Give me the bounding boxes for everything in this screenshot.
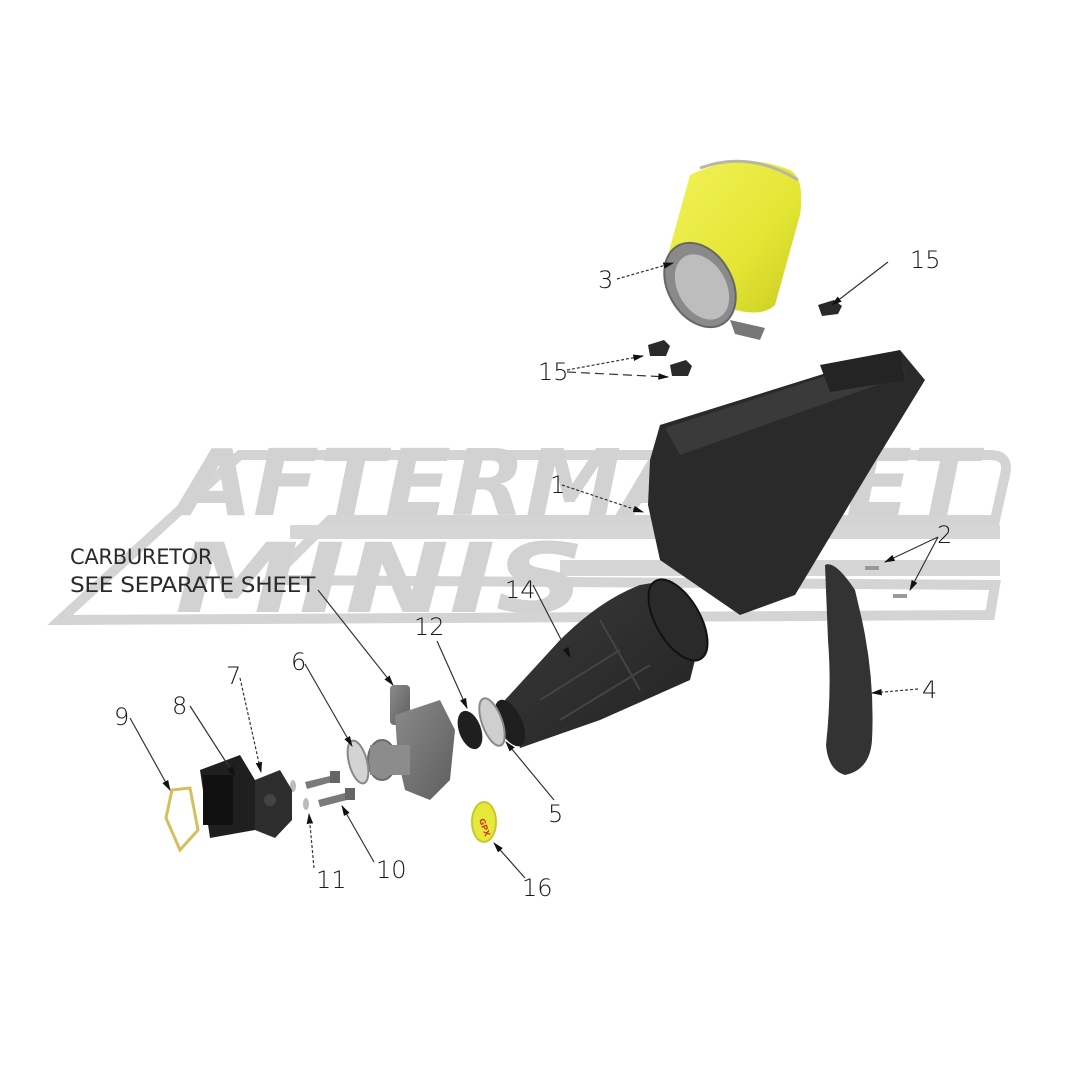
note-leader: [317, 589, 394, 686]
part-screws[interactable]: [865, 566, 907, 598]
callout-12: 12: [414, 613, 445, 641]
part-clip-left-1[interactable]: [648, 340, 670, 356]
carburetor-note: CARBURETOR SEE SEPARATE SHEET: [70, 545, 394, 686]
part-clamp-5[interactable]: [474, 695, 510, 749]
callout-8: 8: [172, 692, 187, 720]
part-rubber-ring[interactable]: [453, 707, 487, 752]
part-clamp-6[interactable]: [344, 738, 373, 785]
part-filter-ring[interactable]: GPX: [471, 801, 497, 843]
callout-6: 6: [291, 648, 306, 676]
part-intake-manifold[interactable]: [255, 770, 292, 838]
callout-5: 5: [548, 800, 563, 828]
callout-16: 16: [522, 874, 553, 902]
part-clip-top-right[interactable]: [818, 300, 842, 316]
part-reed-valve[interactable]: [200, 755, 255, 838]
callout-15-left: 15: [538, 358, 569, 386]
callout-14: 14: [505, 576, 536, 604]
part-washer[interactable]: [290, 780, 309, 810]
part-bolts[interactable]: [305, 771, 355, 807]
callout-7: 7: [226, 662, 241, 690]
callout-2: 2: [937, 521, 952, 549]
callout-11: 11: [316, 866, 347, 894]
part-side-cover[interactable]: [825, 564, 873, 775]
callout-numbers: 1 2 3 4 5 6 7 8 9 10 11 12 14 15 15 16: [114, 246, 952, 902]
callout-9: 9: [114, 703, 129, 731]
callout-4: 4: [922, 676, 937, 704]
watermark-line2: MINIS: [175, 523, 585, 635]
callout-1: 1: [550, 471, 565, 499]
part-reed-gasket[interactable]: [164, 786, 200, 853]
part-carburetor[interactable]: [367, 685, 455, 800]
part-airbox[interactable]: [648, 350, 925, 615]
callout-15-top: 15: [910, 246, 941, 274]
part-clip-left-2[interactable]: [670, 360, 692, 376]
callout-3: 3: [598, 266, 613, 294]
callout-leaders: [129, 261, 939, 879]
part-intake-boot[interactable]: [489, 570, 720, 751]
watermark-swoosh: [47, 450, 1011, 626]
callout-10: 10: [376, 856, 407, 884]
note-line1: CARBURETOR: [70, 545, 212, 569]
part-air-filter[interactable]: [650, 159, 802, 340]
note-line2: SEE SEPARATE SHEET: [70, 573, 316, 597]
